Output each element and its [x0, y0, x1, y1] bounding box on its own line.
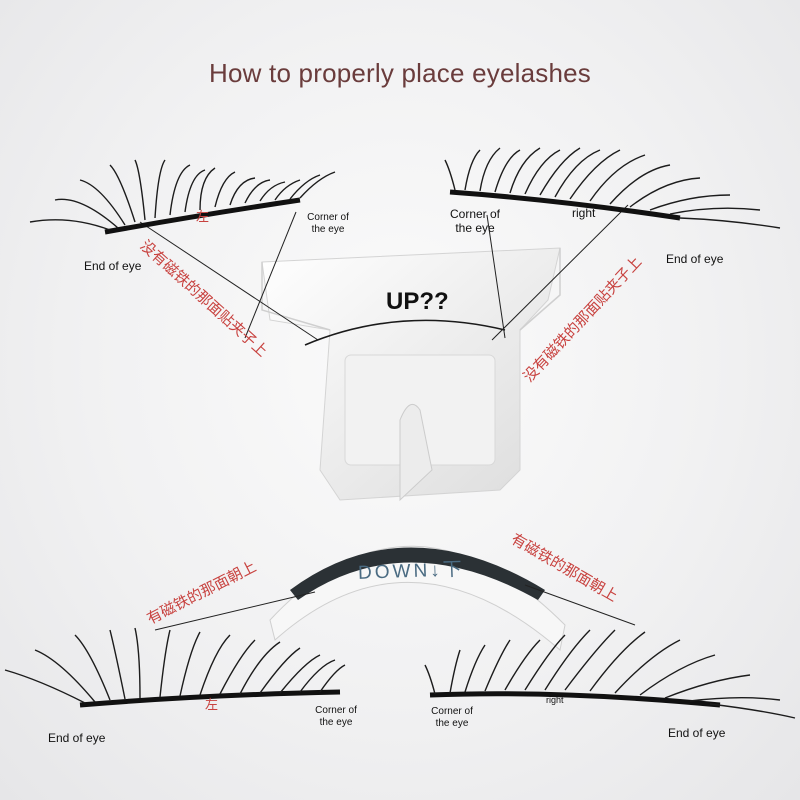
top-left-corner-label: Corner of the eye [293, 212, 363, 235]
top-right-corner-line-1: Corner of [449, 207, 501, 221]
page-title: How to properly place eyelashes [209, 58, 591, 88]
guide-lines [139, 204, 636, 631]
bottom-left-side-label: 左 [205, 698, 219, 713]
bottom-left-corner-label: Corner of the eye [301, 705, 371, 728]
clip-top-curve [304, 319, 506, 346]
bottom-left-corner-line-1: Corner of [315, 705, 357, 716]
top-left-end-of-eye-label: End of eye [84, 259, 142, 273]
bottom-right-corner-line-2: the eye [435, 717, 469, 729]
lash-strip-top-left [29, 159, 336, 235]
bottom-right-side-label: right [546, 695, 564, 705]
top-right-corner-line-2: the eye [455, 220, 495, 235]
top-right-side-label: right [572, 206, 596, 220]
bottom-right-corner-label: Corner of the eye [417, 706, 487, 729]
magnetic-strip [290, 547, 545, 600]
top-left-corner-line-1: Corner of [307, 212, 349, 223]
lash-strip-bottom-right [424, 629, 796, 719]
top-left-side-label: 左 [196, 210, 210, 225]
up-label: UP?? [386, 288, 449, 315]
bottom-left-corner-line-2: the eye [319, 716, 353, 728]
bottom-right-end-of-eye-label: End of eye [668, 726, 726, 740]
down-label: DOWN↓下 [357, 559, 466, 584]
top-right-corner-label: Corner of the eye [440, 207, 510, 236]
lash-strip-top-right [444, 147, 781, 229]
applicator-clip [261, 247, 566, 651]
top-right-end-of-eye-label: End of eye [666, 252, 724, 266]
bottom-left-end-of-eye-label: End of eye [48, 731, 106, 745]
lash-strip-bottom-left [4, 627, 346, 708]
bottom-right-corner-line-1: Corner of [431, 706, 473, 717]
top-left-corner-line-2: the eye [311, 223, 345, 235]
